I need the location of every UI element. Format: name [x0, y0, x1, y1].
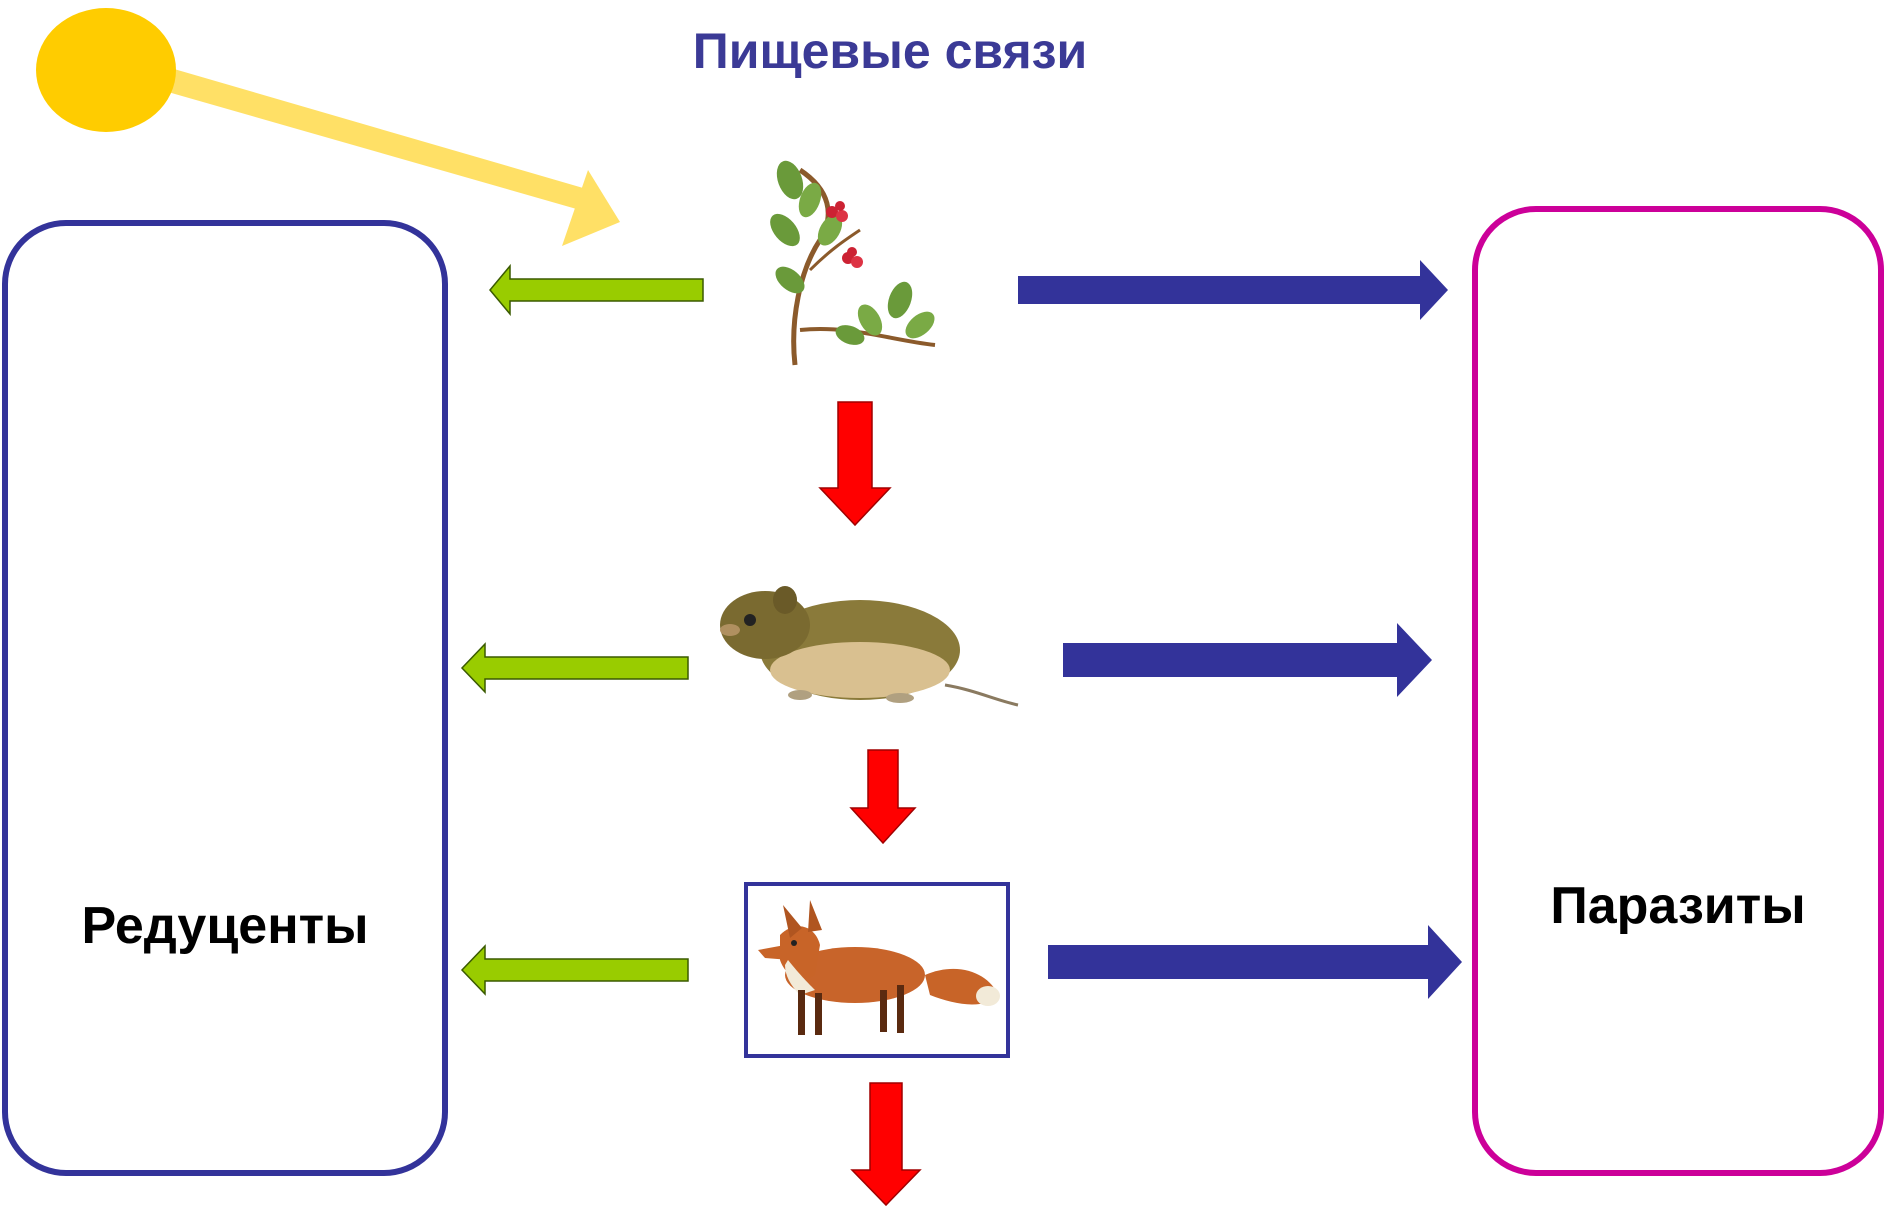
chain-arrow-fox-down: [852, 1083, 920, 1205]
arrow-plant-to-reducers: [490, 266, 703, 314]
arrow-vole-to-parasites: [1063, 623, 1432, 697]
arrow-fox-to-reducers: [462, 946, 688, 994]
sun-ray-arrow: [140, 62, 620, 246]
sun-icon: [36, 8, 176, 132]
vole-icon: [720, 586, 1018, 705]
chain-arrow-plant-to-vole: [820, 402, 890, 525]
arrow-vole-to-reducers: [462, 644, 688, 692]
chain-arrow-vole-to-fox: [851, 750, 915, 843]
arrow-fox-to-parasites: [1048, 925, 1462, 999]
arrow-plant-to-parasites: [1018, 260, 1448, 320]
lingonberry-plant-icon: [764, 157, 939, 365]
